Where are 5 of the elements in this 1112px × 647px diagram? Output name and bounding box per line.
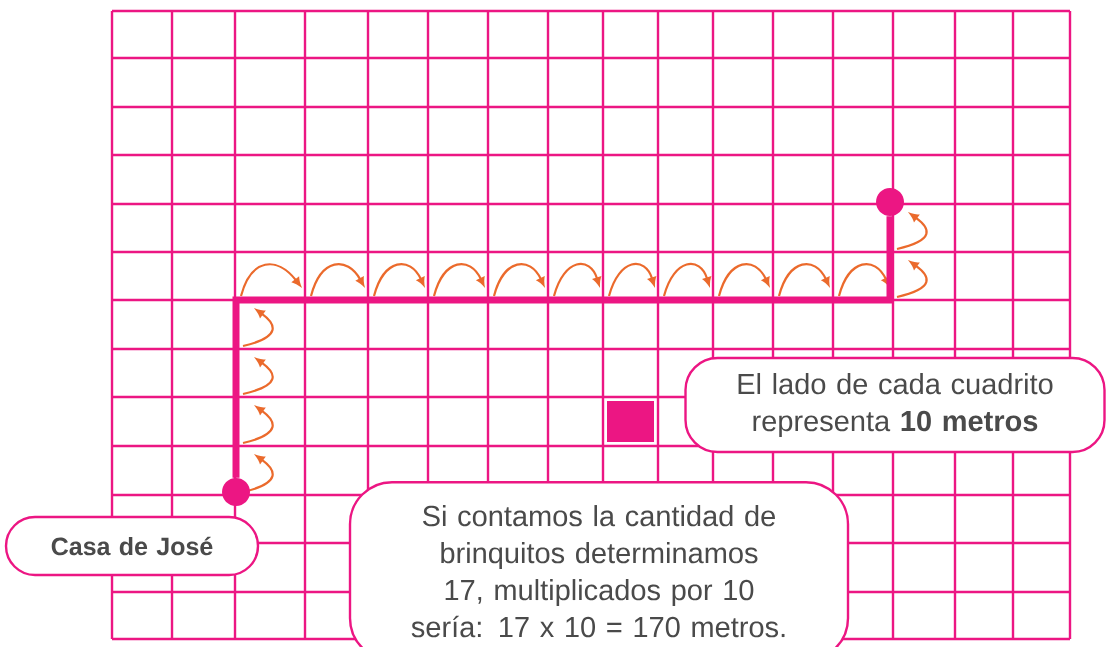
note-box: El lado de cada cuadrito representa 10 metros [684, 356, 1106, 454]
route-dot [876, 188, 904, 216]
route-dot [222, 478, 250, 506]
note-box: Si contamos la cantidad de brinquitos determinamos 17, multiplicados por 10 sería: 17 x 10 = 170 metros. [348, 481, 850, 647]
place-label: Casa de José [4, 515, 260, 577]
